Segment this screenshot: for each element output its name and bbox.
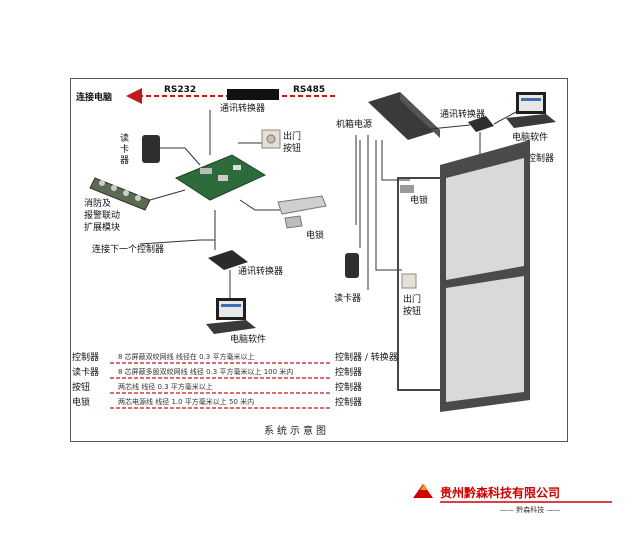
pc-software-left-label: 电脑软件 bbox=[230, 333, 266, 345]
card-reader-left-icon bbox=[142, 135, 160, 163]
lock-left-icon bbox=[277, 195, 327, 229]
chassis-icon bbox=[368, 92, 440, 140]
card-reader-left-label-3: 器 bbox=[120, 155, 129, 166]
exit-button-right-label-1: 出门 bbox=[403, 293, 421, 305]
fire-alarm-module-icon bbox=[89, 177, 151, 211]
right-wires bbox=[355, 111, 517, 290]
laptop-left-icon bbox=[206, 298, 256, 334]
chassis-power-label: 机箱电源 bbox=[336, 118, 372, 130]
exit-button-left-label-1: 出门 bbox=[283, 130, 301, 142]
diagram-caption: 系统示意图 bbox=[264, 424, 329, 437]
card-reader-left-label-2: 卡 bbox=[120, 143, 129, 155]
company-name: 贵州黔森科技有限公司 bbox=[440, 485, 560, 500]
wiring-row-left: 控制器 bbox=[72, 351, 99, 363]
fire-alarm-label-3: 扩展模块 bbox=[84, 221, 120, 233]
wiring-row-left: 按钮 bbox=[72, 381, 90, 393]
converter-mid-label: 通讯转换器 bbox=[238, 265, 283, 277]
converter-right-label: 通讯转换器 bbox=[440, 108, 485, 120]
left-wires bbox=[149, 110, 280, 298]
card-reader-right-label: 读卡器 bbox=[334, 292, 361, 304]
fire-alarm-label-1: 消防及 bbox=[84, 197, 111, 209]
lock-right-icon bbox=[400, 185, 414, 193]
converter-right-icon bbox=[468, 116, 494, 132]
wiring-row-right: 控制器 bbox=[335, 381, 362, 393]
wiring-row-left: 读卡器 bbox=[72, 366, 99, 378]
wiring-row-left: 电锁 bbox=[72, 396, 90, 408]
exit-button-right-label-2: 按钮 bbox=[403, 305, 421, 317]
pc-software-right-label: 电脑软件 bbox=[512, 131, 548, 143]
next-controller-left-label: 连接下一个控制器 bbox=[92, 243, 164, 255]
card-reader-right-icon bbox=[345, 253, 359, 278]
lock-right-label: 电锁 bbox=[410, 194, 428, 206]
wiring-row-spec: 8 芯屏蔽双绞网线 线径在 0.3 平方毫米以上 bbox=[118, 352, 255, 361]
wiring-row-spec: 8 芯屏蔽多股双绞网线 线径 0.3 平方毫米以上 100 米内 bbox=[118, 367, 293, 376]
converter-top-label: 通讯转换器 bbox=[220, 102, 265, 114]
fire-alarm-label-2: 报警联动 bbox=[84, 209, 120, 221]
connect-pc-label: 连接电脑 bbox=[76, 91, 112, 103]
wiring-row-spec: 两芯线 线径 0.3 平方毫米以上 bbox=[118, 382, 213, 391]
laptop-right-icon bbox=[506, 92, 556, 128]
rs232-label: RS232 bbox=[164, 85, 196, 95]
exit-button-right-icon bbox=[401, 273, 417, 289]
wiring-row-right: 控制器 bbox=[335, 366, 362, 378]
wiring-row-spec: 两芯电源线 线径 1.0 平方毫米以上 50 米内 bbox=[118, 397, 254, 406]
lock-left-label: 电锁 bbox=[306, 229, 324, 241]
card-reader-left-label-1: 读 bbox=[120, 132, 129, 144]
wiring-row-right: 控制器 / 转换器 bbox=[335, 351, 398, 363]
exit-button-left-label-2: 按钮 bbox=[283, 142, 301, 154]
converter-top-icon bbox=[227, 89, 279, 100]
wiring-row-right: 控制器 bbox=[335, 396, 362, 408]
converter-mid-icon bbox=[208, 250, 248, 270]
rs485-label: RS485 bbox=[293, 85, 325, 95]
company-sub: —— 黔森科技 —— bbox=[500, 505, 560, 514]
company-logo-icon bbox=[413, 484, 433, 498]
